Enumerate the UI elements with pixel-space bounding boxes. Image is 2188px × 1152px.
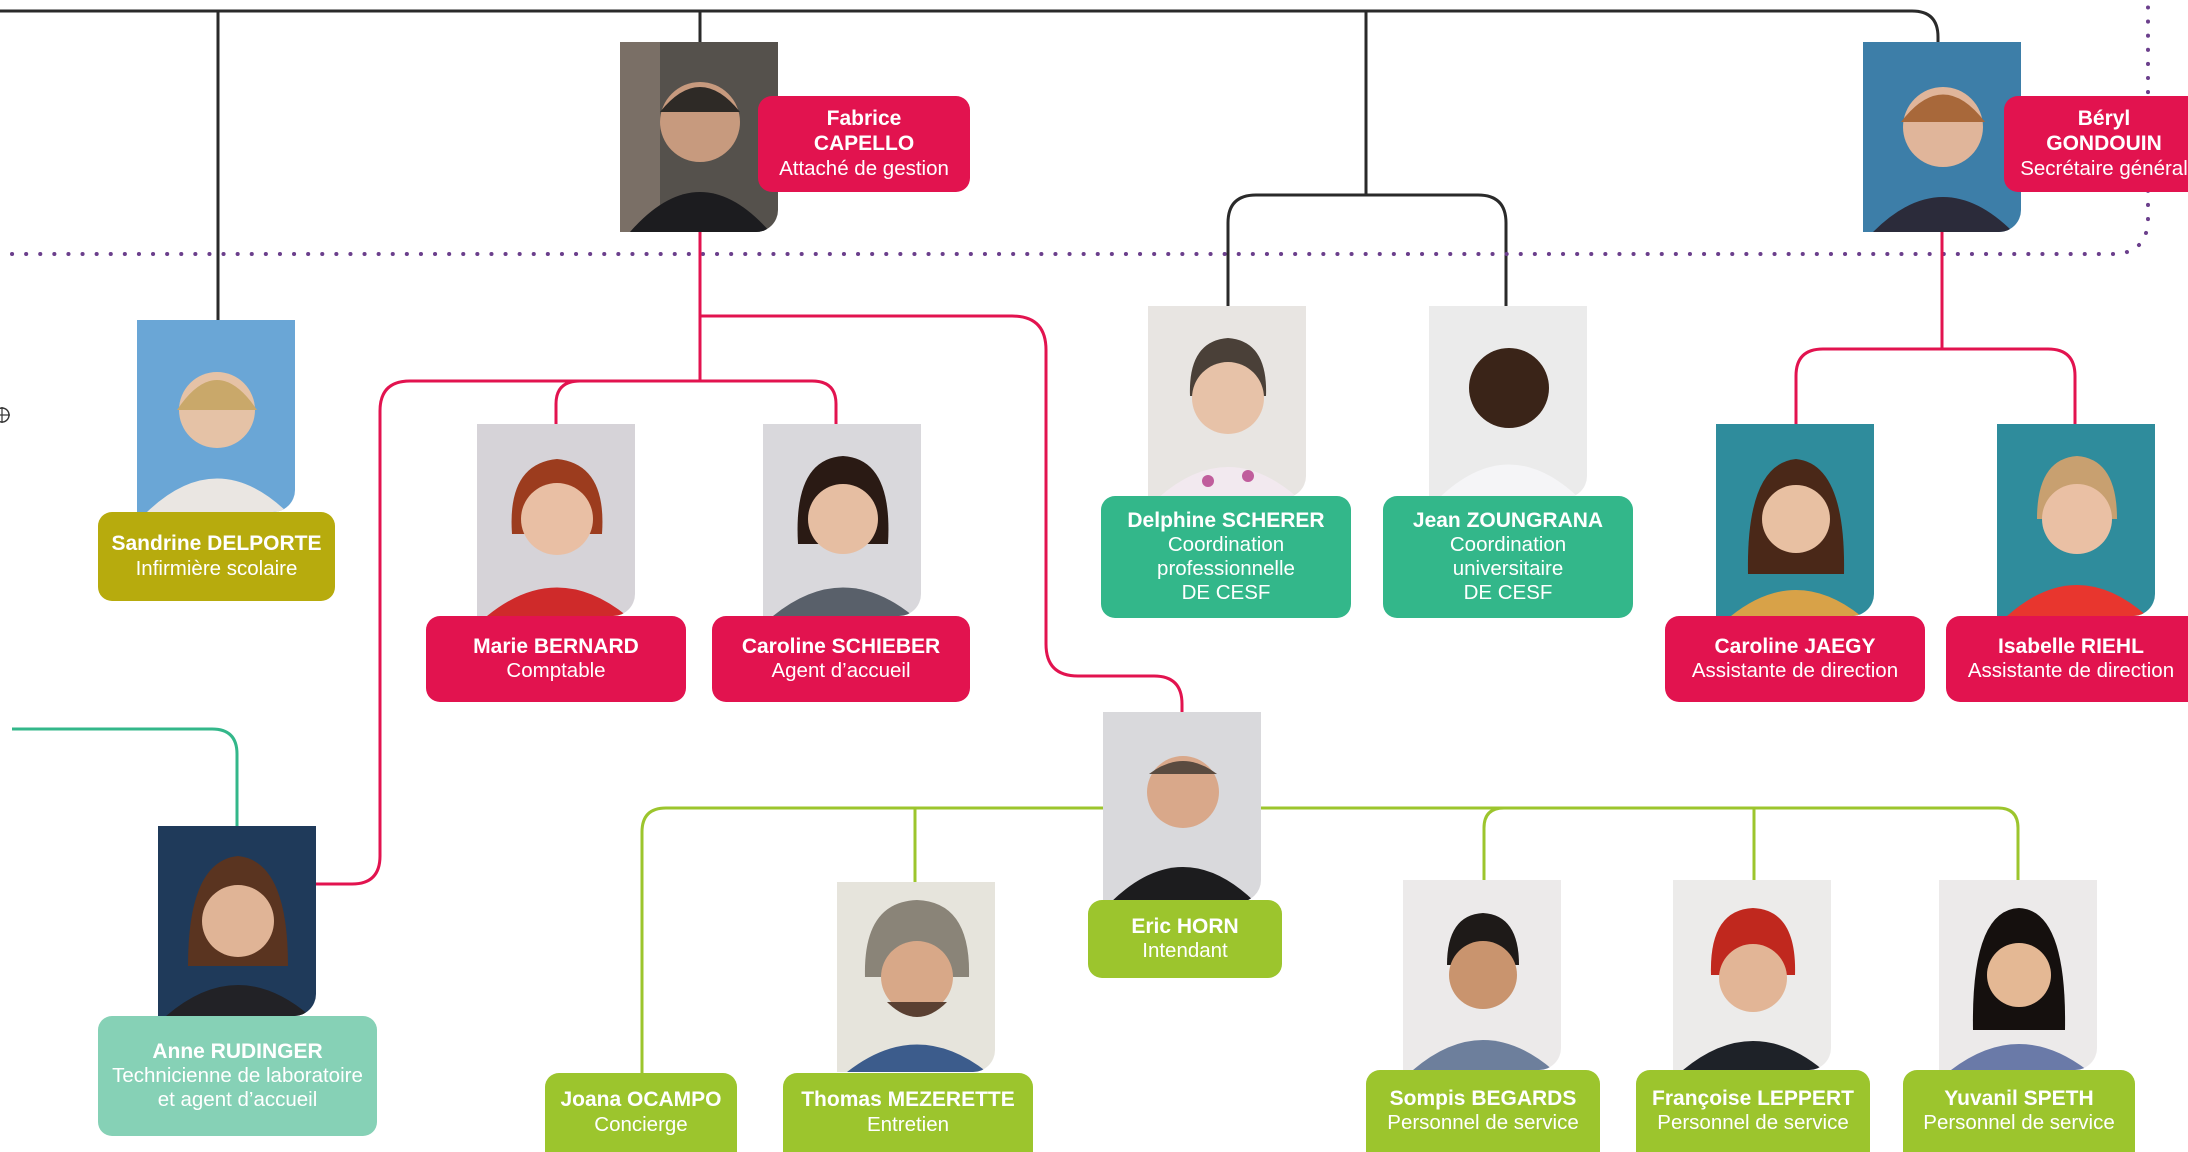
photo-begards <box>1403 880 1561 1070</box>
photo-gondouin <box>1863 42 2021 232</box>
photo-jaegy <box>1716 424 1874 616</box>
photo-rudinger <box>158 826 316 1016</box>
person-name: Yuvanil SPETH <box>1944 1086 2094 1110</box>
card-speth: Yuvanil SPETH Personnel de service <box>1903 1070 2135 1152</box>
card-capello: Fabrice CAPELLO Attaché de gestion <box>758 96 970 192</box>
person-last-name: CAPELLO <box>813 132 915 155</box>
person-role: Technicienne de laboratoire et agent d’a… <box>112 1064 363 1112</box>
person-name: Anne RUDINGER <box>152 1039 323 1063</box>
person-name: Sandrine DELPORTE <box>111 532 322 556</box>
person-role: Personnel de service <box>1923 1111 2115 1135</box>
person-role: Comptable <box>506 659 606 683</box>
person-role: Intendant <box>1142 939 1228 963</box>
photo-riehl <box>1997 424 2155 616</box>
person-role: Personnel de service <box>1387 1111 1579 1135</box>
person-name: Caroline SCHIEBER <box>741 634 941 658</box>
crosshair-icon <box>0 407 10 423</box>
card-mezerette: Thomas MEZERETTE Entretien <box>783 1073 1033 1152</box>
person-name: Delphine SCHERER <box>1127 508 1325 532</box>
person-name: Isabelle RIEHL <box>1998 634 2144 658</box>
person-name: Françoise LEPPERT <box>1652 1086 1854 1110</box>
person-role: Coordination universitaire DE CESF <box>1449 533 1567 605</box>
card-ocampo: Joana OCAMPO Concierge <box>545 1073 737 1152</box>
card-begards: Sompis BEGARDS Personnel de service <box>1366 1070 1600 1152</box>
card-rudinger: Anne RUDINGER Technicienne de laboratoir… <box>98 1016 377 1136</box>
card-riehl: Isabelle RIEHL Assistante de direction <box>1946 616 2188 702</box>
photo-schieber <box>763 424 921 616</box>
person-name: Eric HORN <box>1131 914 1239 938</box>
person-role: Assistante de direction <box>1691 659 1899 683</box>
photo-mezerette <box>837 882 995 1072</box>
card-leppert: Françoise LEPPERT Personnel de service <box>1636 1070 1870 1152</box>
person-name: Thomas MEZERETTE <box>801 1088 1015 1112</box>
card-horn: Eric HORN Intendant <box>1088 900 1282 978</box>
person-role: Entretien <box>866 1112 950 1136</box>
photo-capello <box>620 42 778 232</box>
person-name: Marie BERNARD <box>473 634 639 658</box>
person-role: Infirmière scolaire <box>135 556 298 580</box>
person-first-name: Fabrice <box>826 107 902 131</box>
person-role: Agent d’accueil <box>771 659 911 683</box>
photo-leppert <box>1673 880 1831 1070</box>
person-name: Caroline JAEGY <box>1714 634 1876 658</box>
photo-delporte <box>137 320 295 512</box>
photo-horn <box>1103 712 1261 902</box>
person-role: Secrétaire général <box>2020 156 2188 180</box>
person-role: Concierge <box>594 1112 688 1136</box>
photo-speth <box>1939 880 2097 1070</box>
card-delporte: Sandrine DELPORTE Infirmière scolaire <box>98 512 335 601</box>
person-role: Coordination professionnelle DE CESF <box>1157 533 1295 605</box>
person-last-name: GONDOUIN <box>2046 132 2162 155</box>
card-gondouin: Béryl GONDOUIN Secrétaire général <box>2004 96 2188 192</box>
person-name: Joana OCAMPO <box>560 1088 722 1112</box>
person-name: Sompis BEGARDS <box>1389 1086 1577 1110</box>
card-scherer: Delphine SCHERER Coordination profession… <box>1101 496 1351 618</box>
card-jaegy: Caroline JAEGY Assistante de direction <box>1665 616 1925 702</box>
photo-zoungrana <box>1429 306 1587 498</box>
card-zoungrana: Jean ZOUNGRANA Coordination universitair… <box>1383 496 1633 618</box>
photo-bernard <box>477 424 635 616</box>
card-schieber: Caroline SCHIEBER Agent d’accueil <box>712 616 970 702</box>
card-bernard: Marie BERNARD Comptable <box>426 616 686 702</box>
person-role: Attaché de gestion <box>779 156 949 180</box>
person-name: Jean ZOUNGRANA <box>1412 508 1604 532</box>
person-role: Assistante de direction <box>1967 659 2175 683</box>
photo-scherer <box>1148 306 1306 498</box>
person-first-name: Béryl <box>2077 107 2131 131</box>
person-role: Personnel de service <box>1657 1111 1849 1135</box>
